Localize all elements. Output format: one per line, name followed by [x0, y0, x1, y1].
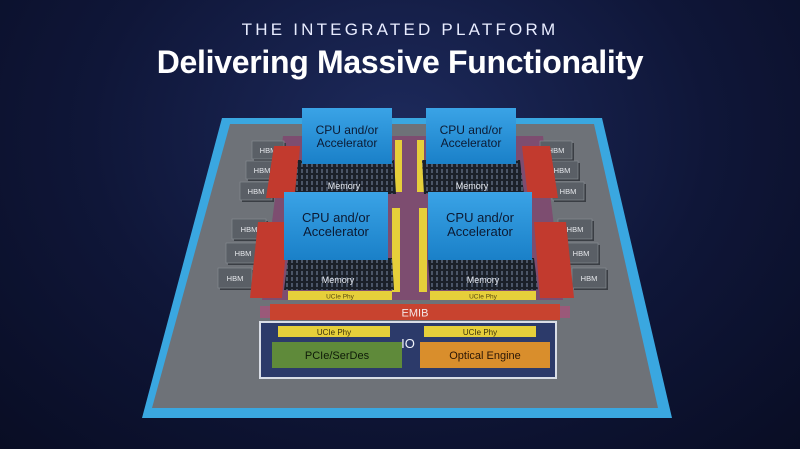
hbm-label: HBM	[260, 146, 277, 155]
memory-block	[284, 258, 394, 290]
tile-label-line2: Accelerator	[447, 224, 513, 239]
link-right-bottom	[534, 222, 574, 298]
memory-block	[295, 160, 396, 194]
hbm-stack: HBM	[239, 181, 274, 202]
tile-label-line2: Accelerator	[441, 136, 502, 150]
optical-engine-block	[420, 342, 550, 368]
ucie-strip-bottom-right	[419, 208, 427, 292]
optical-engine-label: Optical Engine	[449, 350, 521, 362]
hbm-label: HBM	[567, 225, 584, 234]
pcie-serdes-block	[272, 342, 402, 368]
emib-label: EMIB	[402, 308, 429, 320]
hbm-stack: HBM	[551, 181, 586, 202]
io-ucie-phy-left	[278, 326, 390, 337]
ucie-phy-label: UCIe Phy	[469, 294, 498, 301]
hbm-label: HBM	[248, 187, 265, 196]
hbm-stack: HBM	[217, 267, 254, 290]
hbm-label: HBM	[554, 166, 571, 175]
memory-label: Memory	[456, 181, 489, 191]
tile-label-line1: CPU and/or	[440, 123, 503, 137]
ucie-strip-top-left	[395, 140, 402, 192]
hbm-label: HBM	[254, 166, 271, 175]
cpu-tile	[426, 108, 516, 164]
hbm-stack: HBM	[225, 242, 262, 265]
io-die: UCIe Phy UCIe Phy IO PCIe/SerDes Optical…	[259, 321, 557, 379]
hbm-stack: HBM	[563, 242, 600, 265]
tile-label-line2: Accelerator	[303, 224, 369, 239]
memory-label: Memory	[328, 181, 361, 191]
hbm-label: HBM	[227, 274, 244, 283]
link-left-bottom	[250, 222, 288, 298]
ucie-phy-bar	[288, 291, 392, 300]
emib-bar-top	[270, 304, 560, 320]
ucie-phy-bar	[430, 291, 536, 300]
hbm-stack: HBM	[571, 267, 608, 290]
cpu-tile	[284, 192, 388, 260]
hbm-label: HBM	[560, 187, 577, 196]
memory-block	[428, 258, 538, 290]
hbm-block	[217, 267, 253, 289]
cpu-tile	[428, 192, 532, 260]
io-label: IO	[401, 336, 415, 351]
ucie-strip-top-right	[417, 140, 424, 192]
ucie-strip-bottom-left	[392, 208, 400, 292]
compute-tile-top-left: Memory CPU and/or Accelerator	[295, 108, 396, 194]
memory-label: Memory	[322, 275, 355, 285]
io-ucie-phy-left-label: UCIe Phy	[317, 328, 351, 337]
memory-block	[422, 160, 524, 194]
hbm-label: HBM	[235, 249, 252, 258]
hbm-block	[571, 267, 607, 289]
link-right-top	[522, 146, 558, 198]
ucie-phy-label: UCIe Phy	[326, 294, 355, 301]
slide-kicker: THE INTEGRATED PLATFORM	[241, 20, 559, 39]
cpu-tile	[302, 108, 392, 164]
tile-label-line1: CPU and/or	[446, 210, 515, 225]
hbm-label: HBM	[581, 274, 598, 283]
compute-tile-bottom-left: Memory UCIe Phy CPU and/or Accelerator	[284, 192, 394, 301]
hbm-label: HBM	[548, 146, 565, 155]
hbm-label: HBM	[241, 225, 258, 234]
io-ucie-phy-right-label: UCIe Phy	[463, 328, 497, 337]
pcie-serdes-label: PCIe/SerDes	[305, 350, 370, 362]
hbm-label: HBM	[573, 249, 590, 258]
tile-label-line1: CPU and/or	[302, 210, 371, 225]
tile-label-line2: Accelerator	[317, 136, 378, 150]
io-ucie-phy-right	[424, 326, 536, 337]
link-left-top	[266, 146, 300, 198]
compute-tile-top-right: Memory CPU and/or Accelerator	[422, 108, 524, 194]
compute-tile-bottom-right: Memory UCIe Phy CPU and/or Accelerator	[428, 192, 538, 301]
slide-title: Delivering Massive Functionality	[156, 44, 644, 80]
tile-label-line1: CPU and/or	[316, 123, 379, 137]
memory-label: Memory	[467, 275, 500, 285]
